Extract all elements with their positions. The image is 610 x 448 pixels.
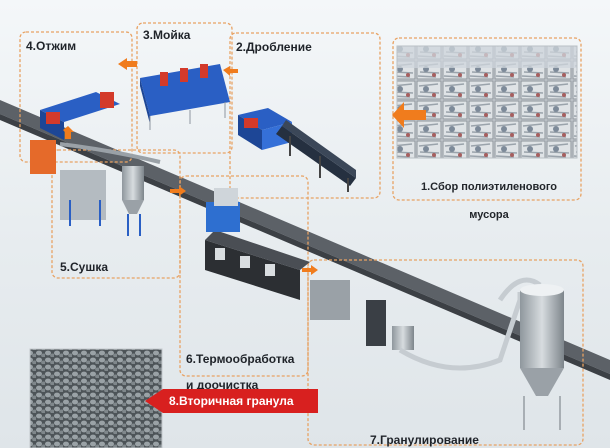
step-3-label: 3.Мойка bbox=[143, 28, 191, 42]
squeeze-machine bbox=[30, 92, 120, 174]
drying-machine bbox=[59, 142, 161, 236]
frame-4-squeeze bbox=[19, 31, 133, 163]
bales-photo bbox=[396, 45, 578, 159]
washing-machine bbox=[140, 64, 230, 130]
step-4-label: 4.Отжим bbox=[26, 39, 77, 53]
orange-arrow-3-to-4 bbox=[118, 58, 137, 70]
step-2-label: 2.Дробление bbox=[236, 40, 312, 54]
step-8-label: 8.Вторичная гранула bbox=[163, 389, 318, 413]
granules-photo bbox=[29, 348, 163, 448]
granulation-machine bbox=[310, 277, 564, 430]
crusher-machine bbox=[238, 108, 356, 192]
step-1-line-2: мусора bbox=[469, 209, 509, 221]
orange-arrow-1-to-2 bbox=[392, 102, 426, 128]
extruder-machine bbox=[205, 188, 310, 300]
step-6-line-2: и доочистка bbox=[186, 378, 259, 392]
orange-arrow-2-to-3 bbox=[223, 66, 238, 76]
section-frames bbox=[19, 22, 584, 446]
step-6-label: 6.Термообработка и доочистка bbox=[186, 340, 294, 392]
frame-3-washing bbox=[136, 22, 233, 154]
frame-7-granulation bbox=[307, 259, 584, 446]
step-5-label: 5.Сушка bbox=[60, 260, 109, 274]
step-7-label: 7.Гранулирование bbox=[370, 433, 479, 447]
orange-arrows bbox=[63, 58, 426, 275]
frame-6-thermal bbox=[179, 175, 309, 377]
step-1-line-1: 1.Сбор полиэтиленового bbox=[421, 181, 557, 193]
frame-1-collection bbox=[392, 37, 582, 201]
orange-arrow-4-to-5 bbox=[63, 126, 74, 139]
main-rail bbox=[0, 100, 610, 380]
red-arrow bbox=[145, 389, 163, 413]
step-6-line-1: 6.Термообработка bbox=[186, 352, 295, 366]
step-1-label: 1.Сбор полиэтиленового мусора bbox=[400, 166, 578, 222]
frame-5-drying bbox=[51, 149, 181, 279]
orange-arrow-5-to-6 bbox=[170, 186, 186, 196]
orange-arrow-6-to-7 bbox=[302, 265, 318, 275]
